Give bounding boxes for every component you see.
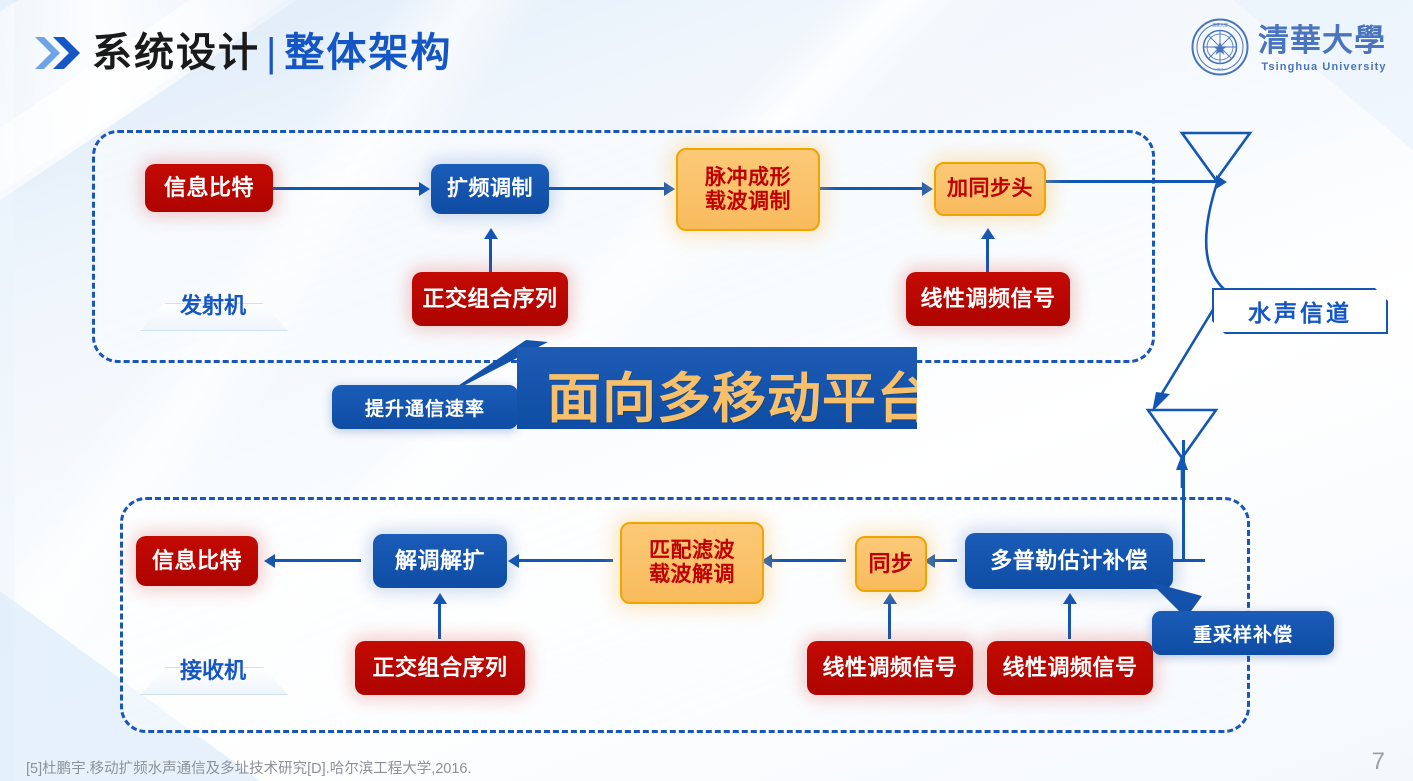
resample-callout-label: 重采样补偿 bbox=[1192, 624, 1293, 646]
node-label: 线性调频信号 bbox=[822, 654, 958, 680]
connector-tx-2 bbox=[549, 187, 664, 190]
rate-callout[interactable]: 提升通信速率 bbox=[332, 385, 518, 429]
node-label: 线性调频信号 bbox=[1002, 654, 1138, 680]
slide-header: 系统设计|整体架构 清華大學 ·1911· 清華大學 bbox=[0, 0, 1413, 100]
resample-callout-tail bbox=[1150, 582, 1202, 618]
double-chevron-right-icon bbox=[35, 37, 80, 69]
node-ortho-seq-rx[interactable]: 正交组合序列 bbox=[355, 641, 525, 695]
channel-label: 水声信道 bbox=[1212, 288, 1388, 334]
channel-bracket-icon bbox=[1204, 179, 1226, 291]
receiver-label: 接收机 bbox=[179, 658, 246, 683]
node-sync[interactable]: 同步 bbox=[855, 536, 927, 592]
decorative-corner-top-right bbox=[1233, 0, 1413, 150]
svg-text:·1911·: ·1911· bbox=[1215, 67, 1225, 71]
node-label: 多普勒估计补偿 bbox=[990, 547, 1148, 573]
resample-callout[interactable]: 重采样补偿 bbox=[1152, 611, 1334, 655]
node-info-bits-tx[interactable]: 信息比特 bbox=[145, 164, 273, 212]
connector-rx-4 bbox=[935, 559, 957, 562]
arrowhead-tx-lfm bbox=[981, 228, 995, 239]
page-title: 系统设计|整体架构 bbox=[92, 20, 452, 78]
arrowhead-tx-3 bbox=[922, 182, 933, 196]
arrowhead-rx-2 bbox=[508, 554, 519, 568]
svg-text:清華大學: 清華大學 bbox=[1212, 22, 1228, 28]
node-label: 同步 bbox=[868, 550, 914, 576]
arrowhead-rx-1 bbox=[264, 554, 275, 568]
arrowhead-rx-lfm2 bbox=[1063, 593, 1077, 604]
connector-rx-1 bbox=[275, 559, 361, 562]
node-pulse-shaping[interactable]: 脉冲成形 载波调制 bbox=[676, 148, 820, 231]
node-spread-modulation[interactable]: 扩频调制 bbox=[431, 164, 549, 214]
node-label-line2: 载波调制 bbox=[705, 189, 791, 213]
overlay-banner-text: 面向多移动平台 bbox=[547, 369, 917, 429]
connector-tx-ortho bbox=[489, 238, 492, 274]
receiver-platform-shape bbox=[140, 667, 288, 695]
connector-doppler-in-v bbox=[1182, 440, 1185, 562]
node-add-sync-header[interactable]: 加同步头 bbox=[934, 162, 1046, 216]
rate-callout-label: 提升通信速率 bbox=[364, 398, 485, 420]
page-number: 7 bbox=[1371, 748, 1385, 775]
node-label: 加同步头 bbox=[947, 177, 1033, 201]
node-label: 正交组合序列 bbox=[422, 285, 558, 311]
transmitter-platform-shape bbox=[140, 303, 288, 331]
connector-rx-2 bbox=[519, 559, 613, 562]
connector-tx-3 bbox=[816, 187, 922, 190]
node-matched-filter[interactable]: 匹配滤波 载波解调 bbox=[620, 522, 764, 604]
arrowhead-rx-3 bbox=[761, 554, 772, 568]
connector-tx-1 bbox=[273, 187, 419, 190]
overlay-banner: 面向多移动平台 bbox=[517, 347, 917, 429]
node-lfm-signal-rx2[interactable]: 线性调频信号 bbox=[987, 641, 1153, 695]
tsinghua-wordmark-cn-icon: 清華大學 bbox=[1258, 23, 1386, 58]
arrowhead-rx-ortho bbox=[433, 593, 447, 604]
page-title-sub: 整体架构 bbox=[284, 31, 453, 75]
channel-down-arrowhead bbox=[1152, 392, 1170, 412]
tsinghua-logo: 清華大學 ·1911· 清華大學 Tsinghua University bbox=[1191, 18, 1391, 80]
page-title-main: 系统设计 bbox=[92, 31, 260, 75]
node-label-line2: 载波解调 bbox=[649, 563, 735, 586]
connector-rx-ortho bbox=[438, 603, 441, 639]
citation-text: [5]杜鹏宇.移动扩频水声通信及多址技术研究[D].哈尔滨工程大学,2016. bbox=[26, 761, 472, 777]
node-label: 信息比特 bbox=[163, 174, 254, 200]
tsinghua-wordmark-en: Tsinghua University bbox=[1261, 61, 1387, 73]
connector-tx-lfm bbox=[986, 238, 989, 274]
node-label: 线性调频信号 bbox=[920, 285, 1056, 311]
connector-rx-lfm2 bbox=[1068, 603, 1071, 639]
node-lfm-signal-rx1[interactable]: 线性调频信号 bbox=[807, 641, 973, 695]
page-title-separator: | bbox=[266, 31, 279, 75]
arrowhead-tx-1 bbox=[419, 182, 430, 196]
arrowhead-tx-transducer bbox=[1216, 175, 1227, 189]
connector-doppler-in-h bbox=[1173, 559, 1205, 562]
tsinghua-wordmark: 清華大學 bbox=[1257, 20, 1387, 60]
node-label-line1: 脉冲成形 bbox=[705, 165, 791, 189]
node-ortho-seq-tx[interactable]: 正交组合序列 bbox=[412, 272, 568, 326]
transducer-triangle-icon-rx bbox=[1145, 408, 1219, 461]
tsinghua-seal-icon: 清華大學 ·1911· bbox=[1191, 18, 1249, 76]
transducer-triangle-icon bbox=[1179, 131, 1253, 183]
arrowhead-rx-4 bbox=[924, 554, 935, 568]
node-label: 解调解扩 bbox=[394, 547, 485, 573]
connector-tx-to-transducer bbox=[1042, 180, 1222, 183]
node-label: 信息比特 bbox=[151, 547, 242, 573]
arrowhead-rx-transducer bbox=[1176, 454, 1188, 470]
node-label-line1: 匹配滤波 bbox=[649, 539, 735, 563]
node-label: 正交组合序列 bbox=[372, 654, 508, 680]
connector-rx-3 bbox=[772, 559, 846, 562]
node-label: 扩频调制 bbox=[447, 177, 533, 201]
node-info-bits-rx[interactable]: 信息比特 bbox=[136, 536, 258, 586]
arrowhead-rx-lfm1 bbox=[883, 593, 897, 604]
arrowhead-tx-ortho bbox=[484, 228, 498, 239]
arrowhead-tx-2 bbox=[664, 182, 675, 196]
svg-text:清華大學: 清華大學 bbox=[1258, 23, 1386, 58]
node-demod-despread[interactable]: 解调解扩 bbox=[373, 534, 507, 588]
connector-rx-lfm1 bbox=[888, 603, 891, 639]
node-lfm-signal-tx[interactable]: 线性调频信号 bbox=[906, 272, 1070, 326]
node-doppler-compensation[interactable]: 多普勒估计补偿 bbox=[965, 533, 1173, 589]
transmitter-label: 发射机 bbox=[179, 293, 246, 318]
